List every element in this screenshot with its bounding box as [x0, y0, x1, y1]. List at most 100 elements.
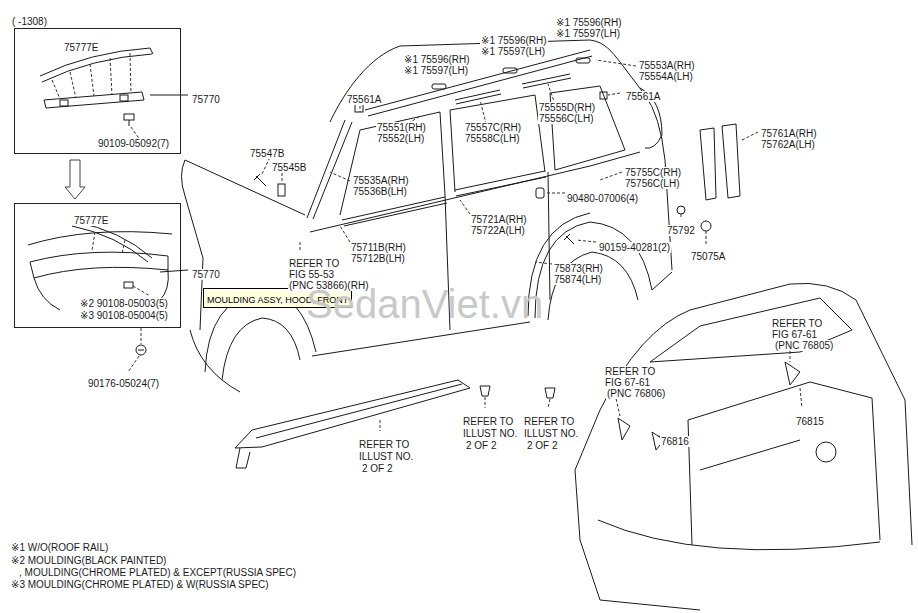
- callout-number: 75722A(LH): [470, 225, 526, 236]
- callout-number: ※3 90108-05004(5): [79, 310, 169, 321]
- callout-number: 75762A(LH): [760, 139, 816, 150]
- reference-note: 2 OF 2: [465, 440, 498, 451]
- leader-lines: [600, 172, 622, 180]
- side-step: [236, 448, 250, 468]
- vehicle-side-view: [456, 177, 546, 196]
- inset-box: 75777E※2 90108-05003(5)※3 90108-05004(5): [14, 203, 181, 328]
- hood-front-view: [34, 278, 60, 310]
- small-part-symbols: [600, 92, 607, 99]
- small-part-symbols: [503, 68, 517, 73]
- callout-number: 75558C(LH): [464, 133, 520, 144]
- callout-number: 75536B(LH): [352, 186, 408, 197]
- leader-lines: [576, 240, 596, 242]
- small-part-symbols: [278, 184, 285, 196]
- hood-moulding-part: [60, 100, 68, 106]
- callout-number: 75547B: [249, 148, 285, 159]
- callout-number: 75555D(RH): [538, 102, 596, 113]
- footnote: ※3 MOULDING(CHROME PLATED) & W(RUSSIA SP…: [10, 579, 270, 590]
- side-step: [545, 388, 555, 398]
- vehicle-rear-view: [575, 283, 912, 545]
- small-part-symbols: [700, 128, 716, 200]
- callout-number: 75792: [666, 225, 696, 236]
- callout-number: 75556C(LH): [538, 113, 594, 124]
- vehicle-rear-view: [688, 382, 880, 540]
- vehicle-side-view: [342, 197, 445, 220]
- small-part-symbols: [564, 234, 574, 244]
- callout-number: 75761A(RH): [760, 128, 818, 139]
- hood-moulding-part: [52, 53, 131, 99]
- vehicle-side-view: [652, 272, 672, 290]
- vehicle-side-view: [312, 322, 530, 356]
- small-part-symbols: [455, 74, 570, 100]
- callout-number: 75552(LH): [376, 133, 425, 144]
- callout-number: 76816: [660, 436, 690, 447]
- reference-note: FIG 55-53: [288, 269, 335, 280]
- leader-lines: [262, 60, 758, 264]
- vehicle-rear-view: [618, 418, 630, 440]
- callout-number: 75874(LH): [553, 274, 602, 285]
- vehicle-side-view: [344, 203, 447, 226]
- vehicle-side-view: [222, 318, 300, 380]
- vehicle-side-view: [548, 252, 638, 320]
- reference-note: REFER TO: [462, 416, 514, 427]
- clip-symbol: [128, 328, 146, 372]
- reference-note: FIG 67-61: [604, 377, 651, 388]
- reference-note: ILLUST NO.: [358, 451, 414, 462]
- side-step: [480, 386, 490, 396]
- hood-front-view: [28, 222, 188, 310]
- vehicle-rear-view: [700, 440, 800, 470]
- callout-number: 75711B(RH): [350, 242, 407, 253]
- reference-note: FIG 67-61: [771, 329, 818, 340]
- vehicle-rear-view: [816, 442, 836, 462]
- callout-number: 75777E: [63, 42, 99, 53]
- hood-front-view: [30, 252, 168, 278]
- callout-number: 75873(RH): [553, 263, 604, 274]
- reference-note: REFER TO: [523, 416, 575, 427]
- vehicle-side-view: [182, 40, 673, 392]
- vehicle-side-view: [330, 40, 620, 122]
- reference-note: REFER TO: [604, 366, 656, 377]
- clip-symbol: [128, 356, 139, 372]
- reference-note: (PNC 76805): [774, 340, 834, 351]
- vehicle-side-view: [182, 160, 186, 196]
- hood-front-view: [160, 270, 188, 272]
- leader-lines: [608, 93, 620, 95]
- small-part-symbols: [254, 174, 266, 186]
- small-part-symbols: [536, 188, 544, 198]
- small-part-symbols: [677, 206, 685, 214]
- vehicle-side-view: [307, 120, 345, 218]
- hood-front-view: [160, 270, 168, 300]
- hood-moulding-part: [42, 54, 152, 82]
- leader-lines: [596, 60, 636, 66]
- vehicle-rear-view: [785, 362, 800, 385]
- side-step: [256, 384, 462, 438]
- reference-note: ILLUST NO.: [523, 428, 579, 439]
- small-part-symbols: [701, 221, 711, 231]
- vehicle-side-view: [535, 222, 652, 318]
- vehicle-rear-view: [650, 298, 852, 362]
- reference-note: REFER TO: [771, 318, 823, 329]
- hood-moulding-part: [120, 95, 128, 101]
- small-part-symbols: [722, 124, 740, 198]
- callout-number: ※1 75597(LH): [555, 28, 621, 39]
- hood-moulding-part: [40, 48, 188, 140]
- clip-symbol: [136, 345, 146, 355]
- small-part-symbols: [456, 78, 571, 104]
- vehicle-side-view: [340, 112, 445, 215]
- vehicle-side-view: [365, 50, 590, 110]
- leader-lines: [460, 200, 470, 214]
- inset-heading: ( -1308): [11, 16, 48, 27]
- vehicle-rear-view: [580, 540, 700, 610]
- callout-number: 75770: [191, 269, 221, 280]
- side-step: [235, 380, 555, 468]
- footnote: , MOULDING(CHROME PLATED) & EXCEPT(RUSSI…: [18, 567, 297, 578]
- callout-number: 75545B: [271, 162, 307, 173]
- leader-lines: [535, 262, 552, 264]
- hood-moulding-part: [129, 120, 130, 126]
- vehicle-rear-view: [598, 520, 880, 550]
- reference-note: (PNC 76806): [606, 388, 666, 399]
- callout-number: ※1 75597(LH): [403, 65, 469, 76]
- callout-number: 75770: [191, 94, 221, 105]
- callout-number: 76815: [795, 416, 825, 427]
- vehicle-side-view: [550, 86, 625, 170]
